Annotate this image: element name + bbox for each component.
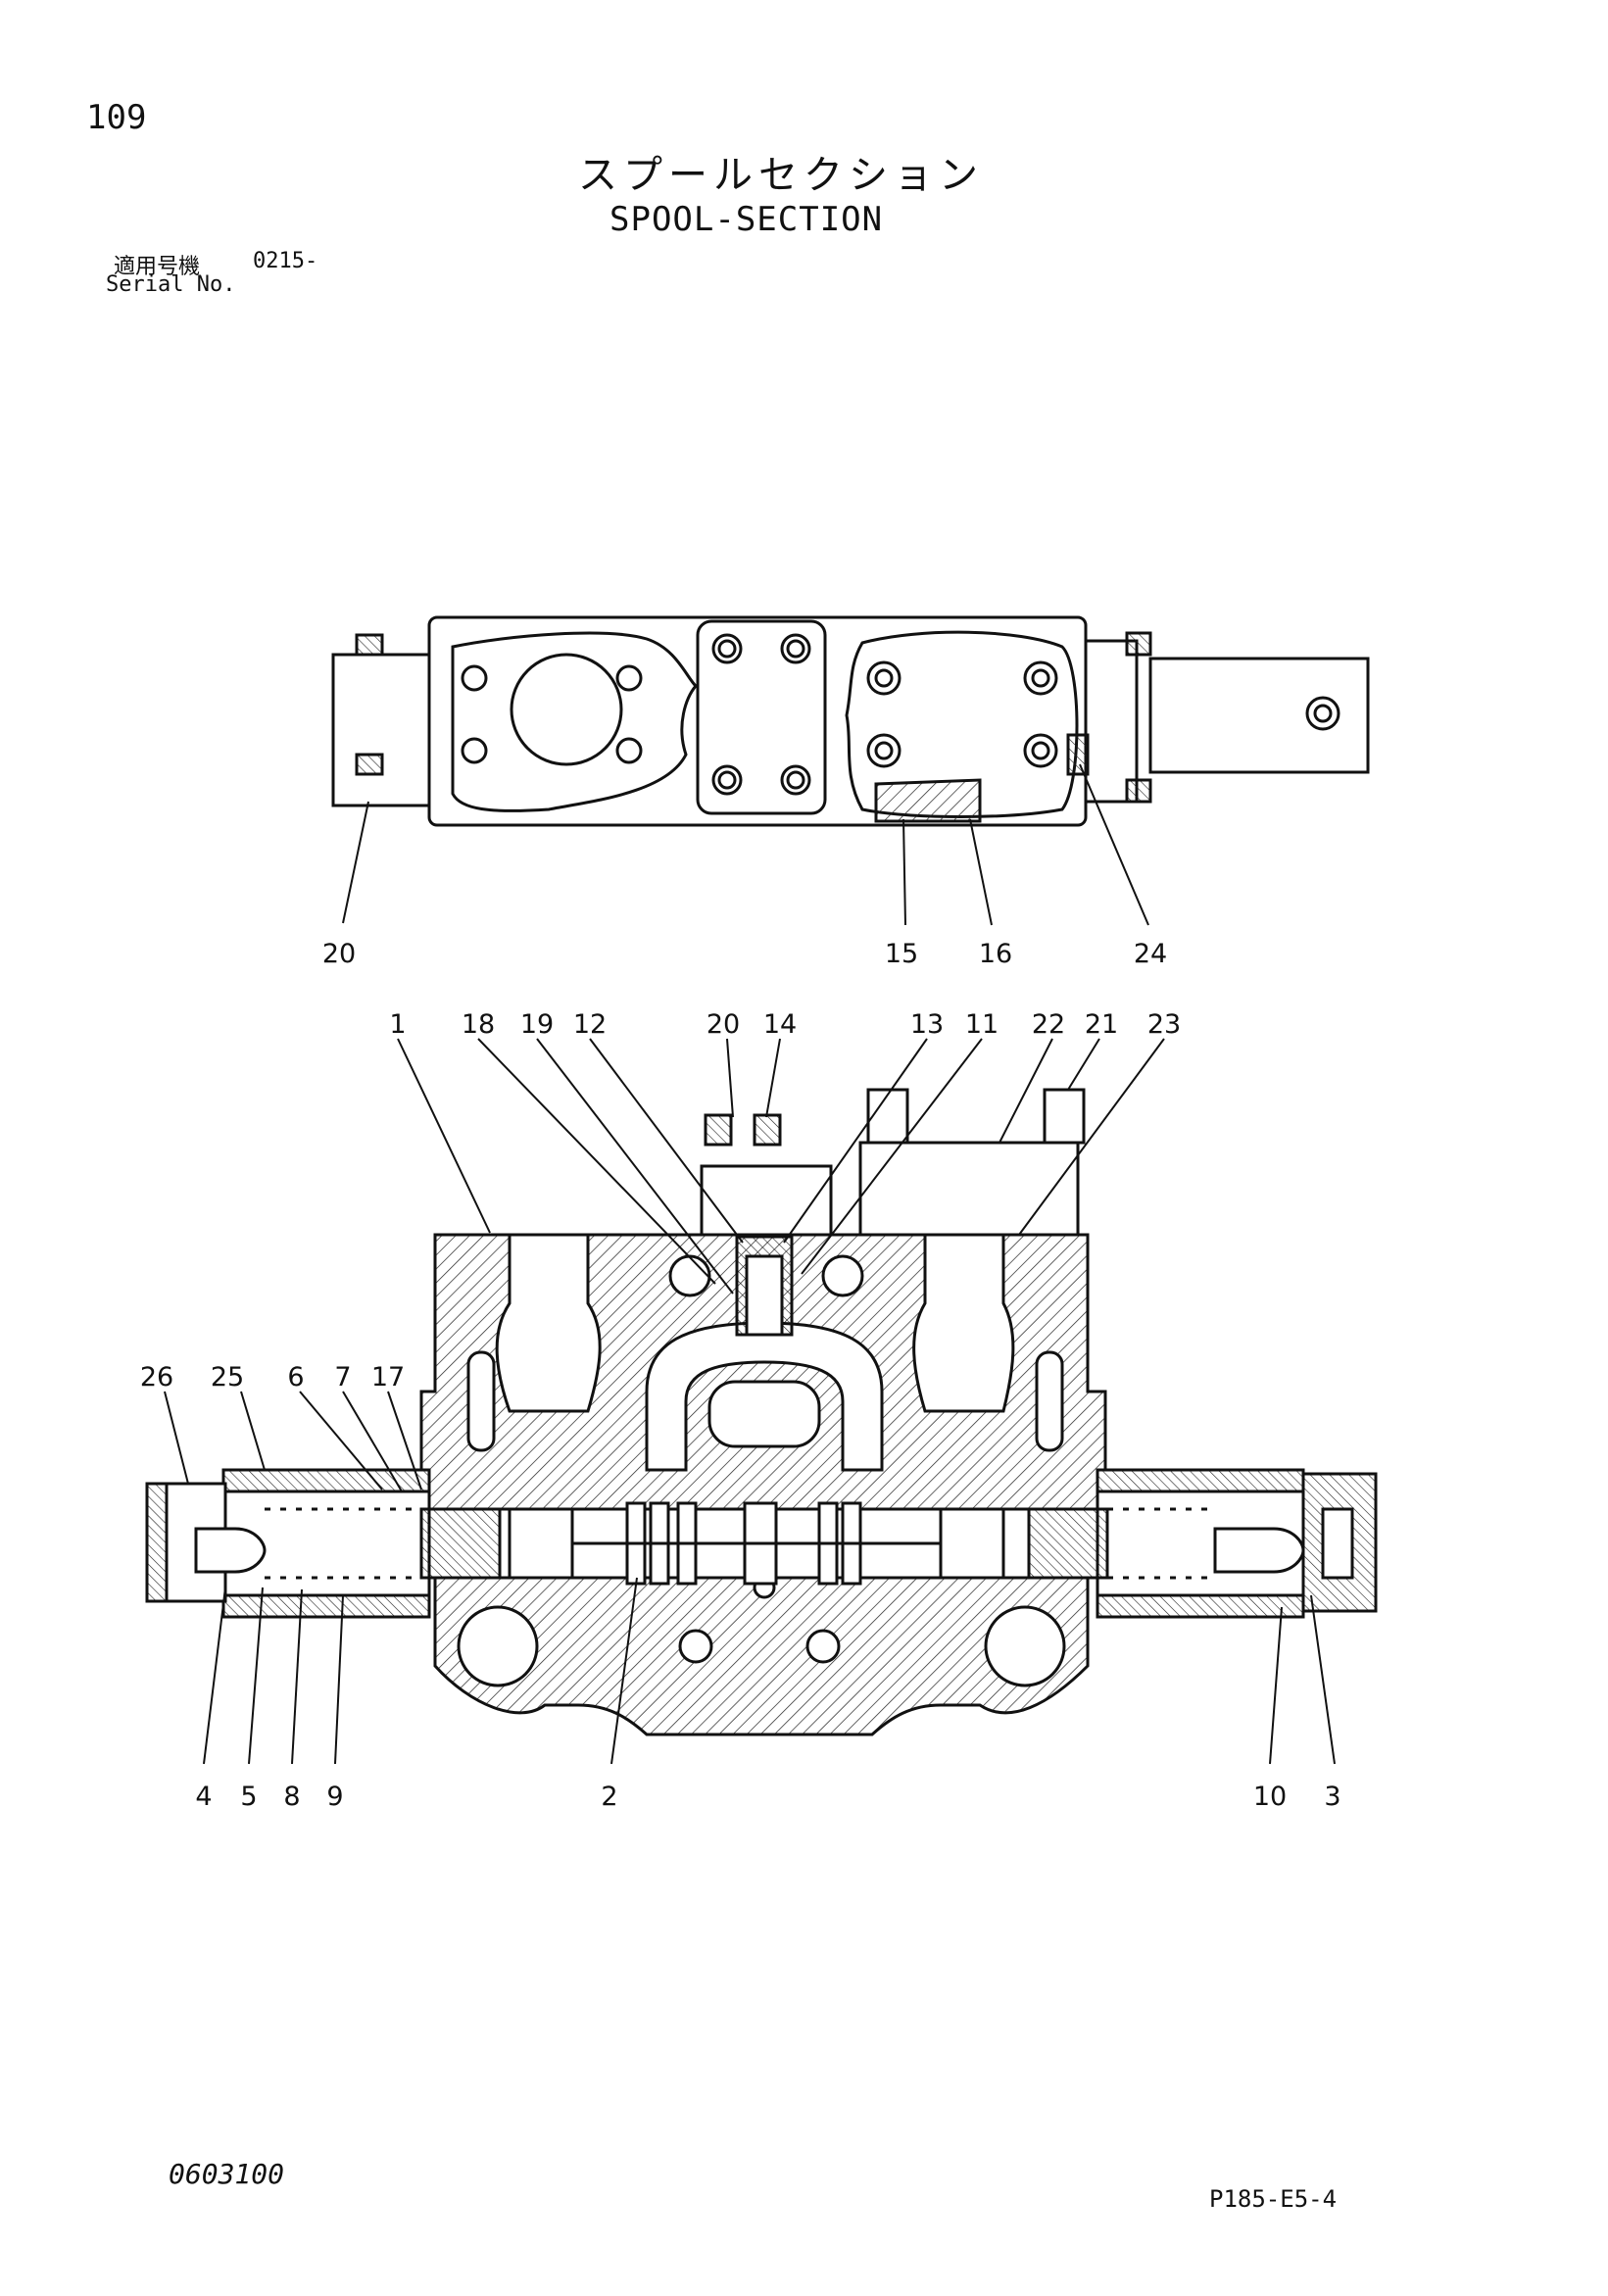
- callout-25: 25: [211, 1362, 244, 1392]
- page-number: 109: [86, 98, 147, 137]
- callout-5: 5: [240, 1782, 257, 1812]
- section-view-leaders: [164, 1038, 1336, 1765]
- callout-19: 19: [520, 1009, 554, 1040]
- page-code: P185-E5-4: [1209, 2185, 1338, 2213]
- top-view: [331, 615, 1370, 827]
- callout-15: 15: [885, 939, 918, 969]
- callout-4: 4: [195, 1782, 212, 1812]
- serial-number: 0215-: [253, 249, 318, 273]
- callout-22: 22: [1032, 1009, 1065, 1040]
- callout-6: 6: [287, 1362, 304, 1392]
- callout-8: 8: [283, 1782, 300, 1812]
- callout-7: 7: [334, 1362, 351, 1392]
- callout-24: 24: [1134, 939, 1167, 969]
- title-japanese: スプールセクション: [578, 153, 984, 198]
- callout-11: 11: [965, 1009, 999, 1040]
- callout-20-top: 20: [322, 939, 356, 969]
- callout-3: 3: [1324, 1782, 1340, 1812]
- callout-14: 14: [763, 1009, 797, 1040]
- callout-26: 26: [140, 1362, 173, 1392]
- callout-9: 9: [326, 1782, 343, 1812]
- title-english: SPOOL-SECTION: [609, 200, 884, 239]
- top-view-leaders: [342, 763, 1149, 926]
- callout-23: 23: [1147, 1009, 1181, 1040]
- callout-1: 1: [389, 1009, 406, 1040]
- serial-label-english: Serial No.: [106, 272, 236, 297]
- callout-21: 21: [1085, 1009, 1118, 1040]
- callout-16: 16: [979, 939, 1012, 969]
- callout-17: 17: [371, 1362, 405, 1392]
- callout-20-section: 20: [707, 1009, 740, 1040]
- drawing-code: 0603100: [169, 2158, 285, 2190]
- callout-2: 2: [601, 1782, 617, 1812]
- callout-18: 18: [462, 1009, 495, 1040]
- callout-10: 10: [1253, 1782, 1287, 1812]
- callout-12: 12: [573, 1009, 607, 1040]
- section-view: [145, 1088, 1378, 1736]
- callout-13: 13: [910, 1009, 944, 1040]
- serial-label-japanese: 適用号機: [114, 255, 201, 279]
